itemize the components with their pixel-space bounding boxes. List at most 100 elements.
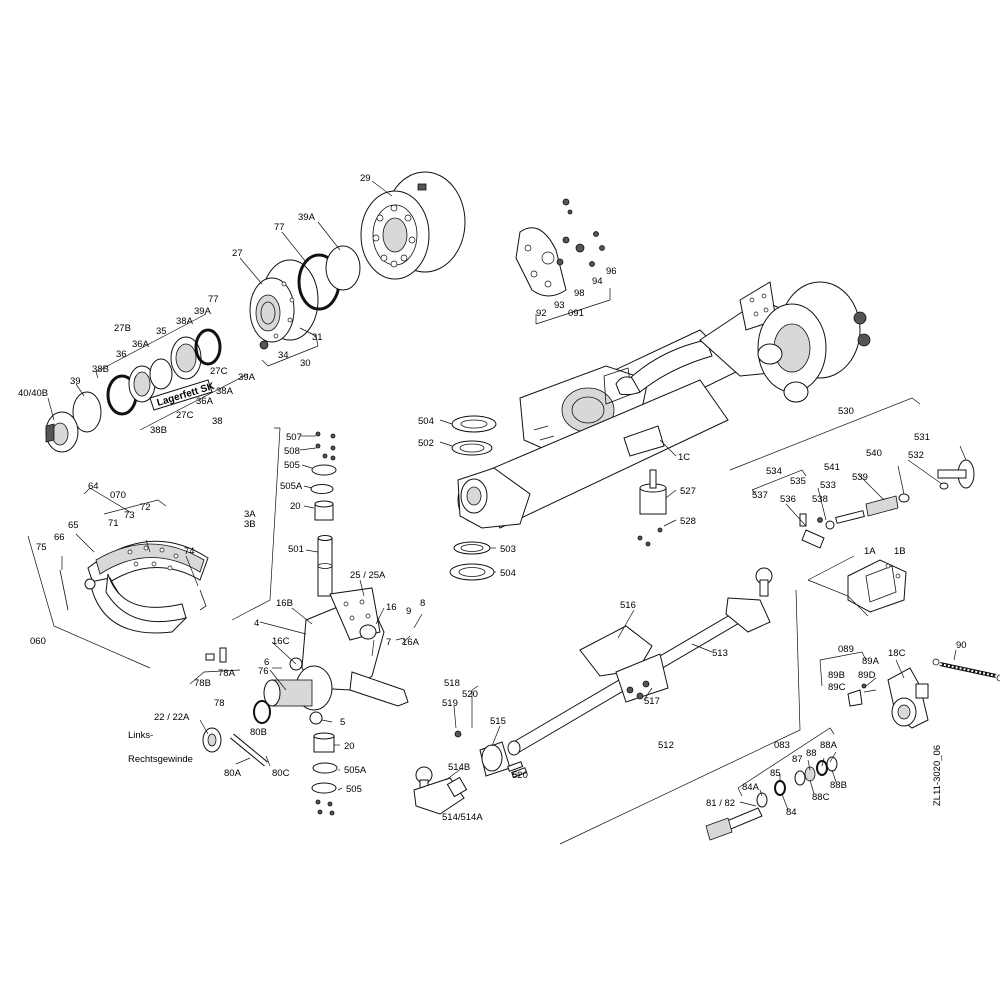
- label-16B: 16B: [276, 598, 293, 609]
- label-520: 520: [462, 689, 478, 700]
- seal-22: [202, 727, 222, 753]
- label-091: 091: [568, 308, 584, 319]
- label-35: 35: [156, 326, 167, 337]
- label-65: 65: [68, 520, 79, 531]
- label-38: 38: [212, 416, 223, 427]
- label-535: 535: [790, 476, 806, 487]
- label-94: 94: [592, 276, 603, 287]
- label-34: 34: [278, 350, 289, 361]
- label-38B: 38B: [92, 364, 109, 375]
- label-89D: 89D: [858, 670, 876, 681]
- label-4: 4: [254, 618, 259, 629]
- label-9: 9: [406, 606, 411, 617]
- label-531: 531: [914, 432, 930, 443]
- label-20: 20: [290, 501, 301, 512]
- label-27: 27: [232, 248, 243, 259]
- label-1B: 1B: [894, 546, 906, 557]
- label-538: 538: [812, 494, 828, 505]
- label-31: 31: [312, 332, 323, 343]
- label-1C: 1C: [678, 452, 690, 463]
- label-507: 507: [286, 432, 302, 443]
- clamp-515: [454, 730, 528, 778]
- label-27B: 27B: [114, 323, 131, 334]
- label-96: 96: [606, 266, 617, 277]
- brake-shoe: [59, 540, 209, 634]
- label-39: 39: [70, 376, 81, 387]
- label-40-40B: 40/40B: [18, 388, 48, 399]
- label-89A: 89A: [862, 656, 880, 667]
- label-514B: 514B: [448, 762, 470, 773]
- label-504: 504: [500, 568, 516, 579]
- slack-adjuster: [847, 667, 929, 729]
- label-98: 98: [574, 288, 585, 299]
- label-30: 30: [300, 358, 311, 369]
- anchor-plate: [515, 198, 605, 297]
- label-75: 75: [36, 542, 47, 553]
- label-36A: 36A: [196, 396, 214, 407]
- label-520: 520: [512, 770, 528, 781]
- label-36A: 36A: [132, 339, 150, 350]
- kingpin-stack: [310, 431, 337, 597]
- label-083: 083: [774, 740, 790, 751]
- label-38B: 38B: [150, 425, 167, 436]
- label-515: 515: [490, 716, 506, 727]
- label-519: 519: [442, 698, 458, 709]
- label-16A: 16A: [402, 637, 420, 648]
- steering-knuckle: [253, 587, 409, 725]
- label-71: 71: [108, 518, 119, 529]
- label-links: Links-: [128, 730, 153, 741]
- bearing-set: [72, 328, 222, 433]
- label-527: 527: [680, 486, 696, 497]
- label-39A: 39A: [298, 212, 316, 223]
- axle-rings: [449, 415, 497, 581]
- leader-lines: [47, 180, 967, 811]
- label-505: 505: [346, 784, 362, 795]
- spring-90: [932, 658, 1000, 682]
- label-78: 78: [214, 698, 225, 709]
- label-8: 8: [420, 598, 425, 609]
- label-93: 93: [554, 300, 565, 311]
- disc-39A-top: [325, 245, 361, 291]
- label-5: 5: [340, 717, 345, 728]
- label-505: 505: [284, 460, 300, 471]
- label-84: 84: [786, 807, 797, 818]
- camshaft: [705, 756, 838, 841]
- tie-rod-end-514: [413, 766, 468, 815]
- bracket-1A-1B: [847, 559, 907, 613]
- label-539: 539: [852, 472, 868, 483]
- label-73: 73: [124, 510, 135, 521]
- label-89C: 89C: [828, 682, 846, 693]
- label-070: 070: [110, 490, 126, 501]
- label-3B: 3B: [244, 519, 256, 530]
- label-87: 87: [792, 754, 803, 765]
- label-39A: 39A: [238, 372, 256, 383]
- label-537: 537: [752, 490, 768, 501]
- label-29: 29: [360, 173, 371, 184]
- label-76: 76: [258, 666, 269, 677]
- label-7: 7: [386, 637, 391, 648]
- label-38A: 38A: [216, 386, 234, 397]
- label-39A: 39A: [194, 306, 212, 317]
- lower-kingpin-stack: [311, 732, 338, 816]
- label-528: 528: [680, 516, 696, 527]
- label-77: 77: [208, 294, 219, 305]
- label-80B: 80B: [250, 727, 267, 738]
- label-514-514A: 514/514A: [442, 812, 483, 823]
- label-74: 74: [184, 546, 195, 557]
- label-508: 508: [284, 446, 300, 457]
- label-27C: 27C: [210, 366, 228, 377]
- label-534: 534: [766, 466, 782, 477]
- wheel-hub: [249, 259, 319, 350]
- label-80A: 80A: [224, 768, 242, 779]
- callout-labels: 29 39A 77 27 31 34 30 27B 38A 39A 77 36A…: [18, 173, 967, 823]
- label-64: 64: [88, 481, 99, 492]
- label-22-22A: 22 / 22A: [154, 712, 190, 723]
- label-505A: 505A: [280, 481, 303, 492]
- label-533: 533: [820, 480, 836, 491]
- drawing-id: ZL11-3020_06: [932, 745, 943, 806]
- label-504: 504: [418, 416, 434, 427]
- label-88A: 88A: [820, 740, 838, 751]
- label-88B: 88B: [830, 780, 847, 791]
- label-089: 089: [838, 644, 854, 655]
